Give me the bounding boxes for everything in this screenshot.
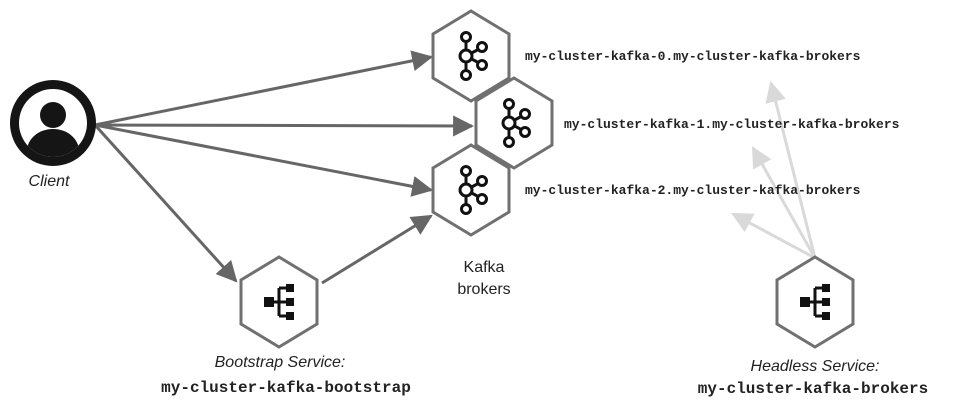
arrow-client-to-bootstrap: [93, 123, 238, 283]
arrow-client-to-broker-1: [94, 115, 475, 137]
user-avatar-icon: [10, 80, 96, 166]
client-arrows: [93, 50, 475, 285]
headless-service-name: my-cluster-kafka-brokers: [698, 380, 928, 398]
faded-arrow-to-host-1: [751, 146, 817, 259]
faded-arrow-to-host-0: [765, 80, 817, 259]
client-label: Client: [29, 173, 70, 190]
bootstrap-service-caption: Bootstrap Service:: [215, 354, 346, 371]
broker-host-0: my-cluster-kafka-0.my-cluster-kafka-brok…: [525, 49, 861, 64]
bootstrap-service-node: [239, 255, 319, 349]
arrow-bootstrap-to-broker-2: [321, 214, 433, 285]
bootstrap-service-name: my-cluster-kafka-bootstrap: [161, 379, 411, 397]
broker-host-1: my-cluster-kafka-1.my-cluster-kafka-brok…: [564, 117, 900, 132]
faded-arrow-to-host-2: [731, 212, 816, 260]
headless-arrows: [731, 80, 817, 260]
broker-host-2: my-cluster-kafka-2.my-cluster-kafka-brok…: [525, 183, 861, 198]
arrow-client-to-broker-2: [94, 123, 434, 197]
broker-2: [431, 143, 511, 237]
headless-service-caption: Headless Service:: [751, 358, 880, 375]
arrow-client-to-broker-0: [94, 50, 434, 127]
headless-service-node: [775, 255, 855, 349]
kafka-brokers-label-line1: Kafka: [464, 259, 505, 276]
broker-1: [474, 76, 554, 170]
kafka-brokers-label-line2: brokers: [457, 281, 510, 298]
broker-0: [431, 9, 511, 103]
